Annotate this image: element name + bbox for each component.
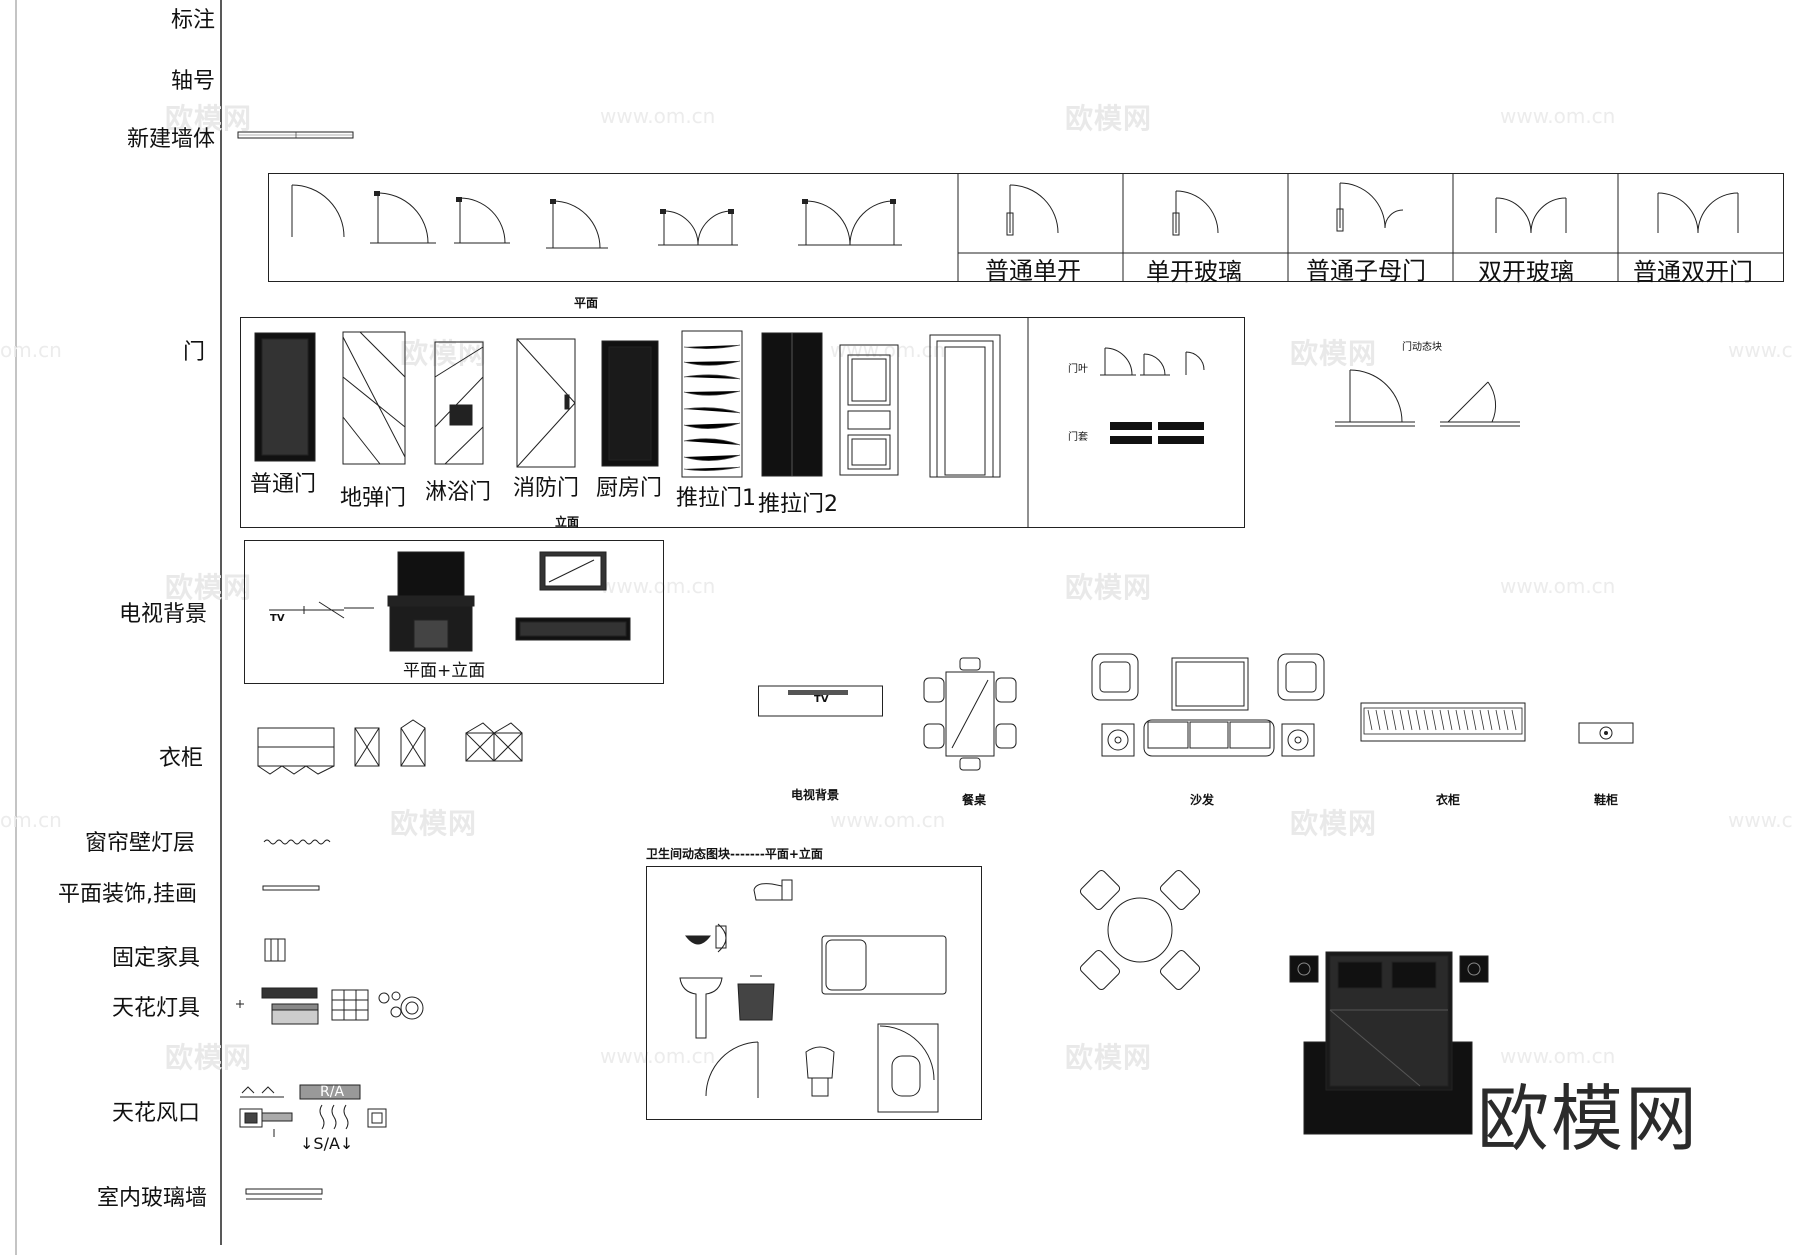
door-dynamic-block[interactable]: [1330, 360, 1530, 440]
watermark-url: www.om.cn: [600, 1044, 716, 1068]
door-type-caption: 单开玻璃: [1146, 258, 1242, 286]
row-label-annotation: 标注: [170, 8, 215, 33]
door-plan-frame: [268, 173, 1784, 282]
row-label-wardrobe: 衣柜: [158, 746, 203, 771]
door-type-caption: 普通双开门: [1633, 258, 1753, 286]
row-label-ceiling-vents: 天花风口: [111, 1101, 200, 1126]
watermark-url: www.om.cn: [1500, 104, 1616, 128]
tv-background-plan[interactable]: [758, 684, 884, 718]
watermark-logo: 欧模网: [165, 571, 253, 604]
watermark-url: www.om.cn: [830, 338, 946, 362]
watermark-logo: 欧模网: [165, 102, 253, 135]
door-leaf-label: 门叶: [1068, 364, 1088, 375]
door-dynamic-block-label: 门动态块: [1402, 342, 1442, 353]
plane-decor-symbol[interactable]: [262, 884, 322, 892]
row-label-plane-decor: 平面装饰,挂画: [58, 882, 197, 907]
tv-mark: TV: [270, 613, 285, 624]
door-elev-caption: 厨房门: [596, 476, 663, 501]
curtain-sconce-symbol[interactable]: [263, 838, 334, 846]
watermark-url: www.om.cn: [600, 574, 716, 598]
watermark-logo: 欧模网: [390, 807, 478, 840]
door-elev-caption: 普通门: [250, 472, 317, 497]
door-type-caption: 普通子母门: [1306, 257, 1426, 285]
watermark-logo: 欧模网: [1290, 337, 1378, 370]
door-plan-symbols[interactable]: [268, 173, 958, 283]
new-wall-block[interactable]: [237, 130, 358, 142]
door-elev-caption: 推拉门2: [758, 492, 838, 517]
door-plan-type-symbols[interactable]: [958, 173, 1785, 253]
row-label-axis-number: 轴号: [170, 69, 215, 94]
door-type-caption: 双开玻璃: [1478, 258, 1574, 286]
watermark-url: www.om.cn: [600, 104, 716, 128]
ceiling-vents-symbols[interactable]: [236, 1075, 406, 1155]
door-elev-caption: 消防门: [513, 476, 580, 501]
fixed-furniture-symbol[interactable]: [264, 938, 288, 962]
bathroom-title: 卫生间动态图块-------平面+立面: [646, 847, 823, 861]
row-label-glass-wall: 室内玻璃墙: [96, 1186, 207, 1211]
furniture-caption-dining: 餐桌: [962, 793, 987, 807]
wardrobe-elevations[interactable]: [255, 719, 535, 780]
watermark-url: www.c: [1728, 808, 1793, 832]
door-plan-caption: 平面: [574, 296, 599, 310]
watermark-logo: 欧模网: [165, 1041, 253, 1074]
watermark-logo: 欧模网: [1065, 571, 1153, 604]
vent-ra-label: R/A: [320, 1084, 345, 1100]
row-label-ceiling-lights: 天花灯具: [111, 996, 200, 1021]
round-table-plan[interactable]: [1070, 862, 1210, 996]
tv-block-caption: 平面+立面: [403, 661, 486, 681]
watermark-url: om.cn: [0, 338, 62, 362]
brand-watermark: 欧模网: [1477, 1077, 1700, 1161]
door-elevations[interactable]: [240, 317, 1030, 517]
furniture-caption-sofa: 沙发: [1190, 793, 1215, 807]
furniture-caption-shoe: 鞋柜: [1594, 793, 1619, 807]
watermark-url: www.om.cn: [1500, 1044, 1616, 1068]
watermark-url: www.c: [1728, 338, 1793, 362]
door-elevation-frame: [240, 317, 1245, 528]
watermark-logo: 欧模网: [1065, 102, 1153, 135]
door-elev-caption: 淋浴门: [425, 480, 492, 505]
tv-plan-mark: TV: [814, 694, 829, 705]
watermark-logo: 欧模网: [1065, 1041, 1153, 1074]
row-label-new-wall: 新建墙体: [126, 127, 215, 152]
furniture-caption-tv: 电视背景: [791, 788, 840, 802]
door-type-caption: 普通单开: [985, 257, 1081, 285]
watermark-url: www.om.cn: [1500, 574, 1616, 598]
tv-block-frame: [244, 540, 664, 684]
watermark-url: om.cn: [0, 808, 62, 832]
bed-plan[interactable]: [1289, 951, 1490, 1137]
door-elev-caption: 地弹门: [340, 486, 407, 511]
watermark-logo: 欧模网: [1290, 807, 1378, 840]
bathroom-block[interactable]: [646, 866, 983, 1121]
row-label-door: 门: [182, 340, 205, 365]
door-elev-caption: 推拉门1: [676, 486, 756, 511]
door-leaf-frame-symbols[interactable]: [1100, 340, 1220, 450]
row-label-tv-background: 电视背景: [118, 602, 207, 627]
dining-table-plan[interactable]: [920, 654, 1020, 774]
row-label-curtain-sconce: 窗帘壁灯层: [84, 831, 195, 856]
wardrobe-plan[interactable]: [1360, 702, 1528, 742]
row-label-fixed-furniture: 固定家具: [111, 946, 200, 971]
glass-wall-symbol[interactable]: [245, 1188, 326, 1202]
door-elev-caption-main: 立面: [555, 515, 580, 529]
watermark-url: www.om.cn: [830, 808, 946, 832]
tv-block-drawings[interactable]: [244, 540, 665, 660]
sofa-plan[interactable]: [1090, 650, 1330, 774]
shoe-cabinet-plan[interactable]: [1578, 722, 1634, 744]
door-frame-label: 门套: [1068, 432, 1088, 443]
vent-sa-label: ↓S/A↓: [300, 1134, 354, 1153]
furniture-caption-wardrobe: 衣柜: [1436, 793, 1461, 807]
ceiling-lights-symbols[interactable]: [236, 986, 436, 1028]
